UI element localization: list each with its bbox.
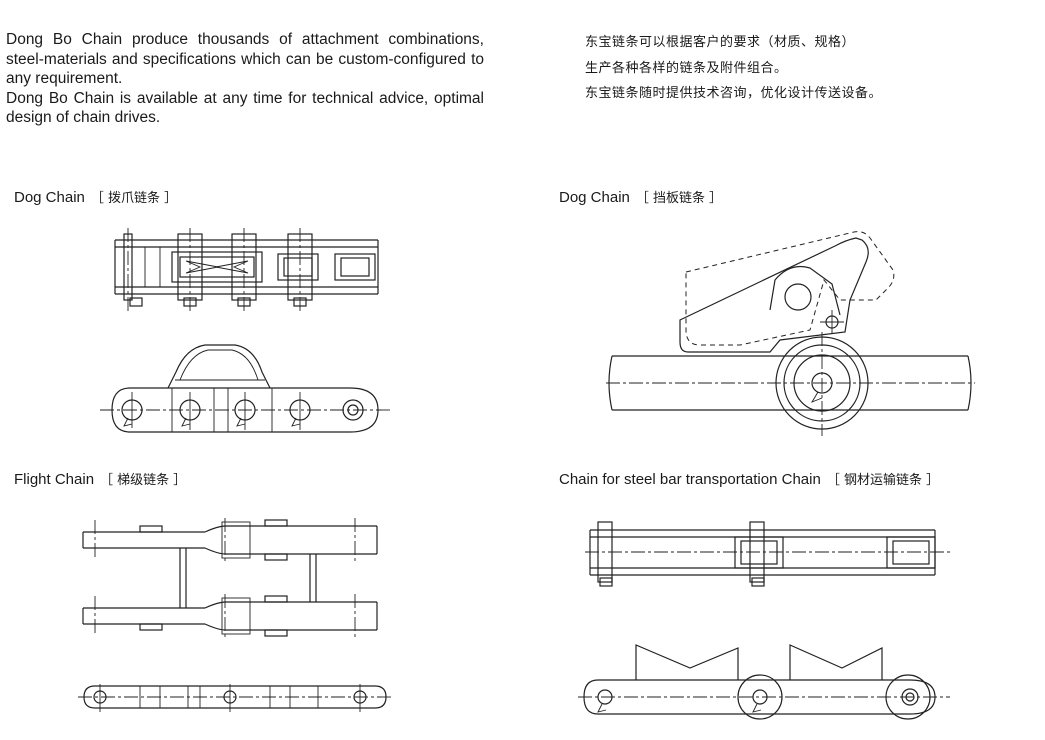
english-intro-paragraph-2: Dong Bo Chain is available at any time f… [6,89,484,127]
dog-chain-claw-side-view [100,344,392,433]
caption-chinese: ［ 挡板链条 ］ [635,191,723,206]
caption-english: Dog Chain [14,189,85,206]
chinese-intro-line-2: 生产各种各样的链条及附件组合。 [585,60,788,76]
steel-bar-chain-side-view [578,644,950,720]
caption-chinese: ［ 梯级链条 ］ [100,473,187,488]
steel-bar-chain-caption: Chain for steel bar transportation Chain… [559,471,939,490]
dog-chain-baffle-caption: Dog Chain ［ 挡板链条 ］ [559,189,722,208]
flight-chain-lower-strand [82,594,378,638]
chinese-intro-line-1: 东宝链条可以根据客户的要求（材质、规格） [585,35,856,50]
caption-english: Chain for steel bar transportation Chain [559,471,821,488]
chinese-intro-line-3: 东宝链条随时提供技术咨询，优化设计传送设备。 [585,86,883,101]
dog-chain-claw-caption: Dog Chain ［ 拨爪链条 ］ [14,189,177,208]
caption-chinese: ［ 拨爪链条 ］ [90,191,178,206]
chinese-intro: 东宝链条可以根据客户的要求（材质、规格） 生产各种各样的链条及附件组合。 东宝链… [585,30,1005,107]
dog-chain-baffle-view [606,231,975,436]
flight-chain-top-view [82,518,378,638]
english-intro-paragraph-1: Dong Bo Chain produce thousands of attac… [6,31,484,87]
flight-chain-upper-strand [82,518,378,562]
steel-bar-chain-top-view [585,521,950,587]
caption-english: Dog Chain [559,189,630,206]
caption-chinese: ［ 钢材运输链条 ］ [826,473,940,488]
flight-chain-caption: Flight Chain ［ 梯级链条 ］ [14,471,186,490]
flight-chain-side-view [78,684,392,712]
dog-chain-claw-top-view [114,228,379,312]
caption-english: Flight Chain [14,471,95,488]
english-intro: Dong Bo Chain produce thousands of attac… [6,30,484,128]
